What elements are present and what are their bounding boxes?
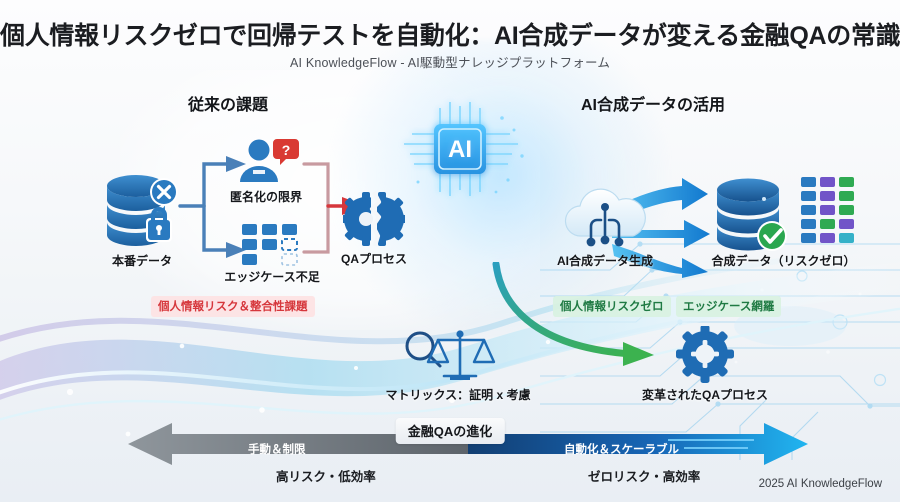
- node-label: QAプロセス: [340, 252, 407, 266]
- node-label: 本番データ: [111, 254, 172, 268]
- node-transformed-qa: 変革されたQAプロセス: [630, 326, 780, 403]
- broken-gear-icon: [343, 191, 405, 247]
- node-synthetic-data: 合成データ（リスクゼロ）: [696, 176, 871, 269]
- evolution-left-sublabel: 高リスク・低効率: [276, 470, 376, 484]
- grid-missing-icon: [242, 224, 298, 266]
- evolution-left-label: 手動＆制限: [248, 444, 306, 456]
- node-label: エッジケース不足: [224, 270, 320, 284]
- svg-text:?: ?: [282, 142, 291, 158]
- section-header-left: 従来の課題: [188, 97, 269, 114]
- ai-chip-label: AI: [448, 136, 472, 163]
- evolution-right-label: 自動化＆スケーラブル: [564, 444, 679, 456]
- database-locked-icon: [107, 175, 178, 246]
- evolution-arrow-bar: [128, 423, 808, 465]
- node-ai-generation: AI合成データ生成: [540, 184, 670, 269]
- node-matrix: マトリックス：証明 x 考慮: [378, 326, 538, 403]
- node-label: マトリックス：証明 x 考慮: [385, 388, 531, 402]
- footer-credit: 2025 AI KnowledgeFlow: [758, 478, 882, 490]
- node-label: 匿名化の限界: [229, 190, 302, 204]
- person-question-icon: ?: [240, 139, 299, 182]
- gear-icon: [676, 326, 734, 383]
- evolution-center-label: 金融QAの進化: [395, 418, 505, 444]
- node-anonymization-limit: ? 匿名化の限界: [218, 136, 314, 205]
- node-label: 変革されたQAプロセス: [641, 388, 768, 402]
- node-edgecase-shortage: エッジケース不足: [222, 222, 322, 285]
- page-title: 個人情報リスクゼロで回帰テストを自動化：AI合成データが変える金融QAの常識: [0, 22, 900, 50]
- section-header-right: AI合成データの活用: [581, 97, 726, 114]
- transformation-arrow: [492, 262, 654, 366]
- node-production-data: 本番データ: [96, 172, 188, 269]
- page-subtitle: AI KnowledgeFlow - AI駆動型ナレッジプラットフォーム: [289, 56, 611, 70]
- left-risk-badge: 個人情報リスク＆整合性課題: [151, 296, 315, 317]
- evolution-right-sublabel: ゼロリスク・高効率: [588, 470, 701, 484]
- right-badge-zero-risk: 個人情報リスクゼロ: [553, 296, 671, 317]
- scales-magnifier-icon: [405, 330, 496, 380]
- cloud-circuit-icon: [564, 188, 646, 247]
- database-check-icon: [716, 178, 787, 251]
- ai-chip-icon: AI: [404, 102, 524, 196]
- node-qa-process-broken: QAプロセス: [334, 190, 414, 267]
- right-badge-edge-coverage: エッジケース網羅: [676, 296, 782, 317]
- node-label: 合成データ（リスクゼロ）: [711, 254, 856, 268]
- data-grid-icon: [800, 177, 854, 243]
- node-label: AI合成データ生成: [556, 254, 653, 268]
